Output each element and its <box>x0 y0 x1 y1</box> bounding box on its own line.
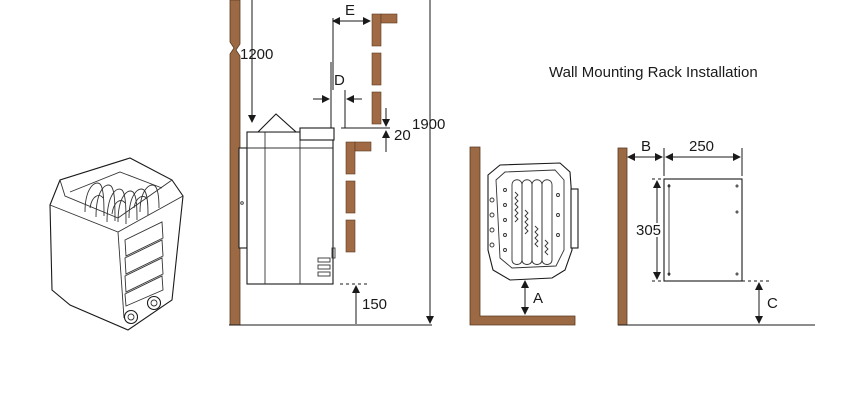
heater-isometric <box>49 157 184 331</box>
dim-250-label: 250 <box>689 138 714 155</box>
dim-D-label: D <box>334 72 345 89</box>
corner-wall-floor <box>469 146 576 326</box>
mounting-rack <box>663 178 743 282</box>
rack-title: Wall Mounting Rack Installation <box>549 64 758 81</box>
dim-1900-label: 1900 <box>412 116 445 133</box>
side-elevation: 1200 E D 20 1900 150 <box>229 0 445 326</box>
dim-20-label: 20 <box>394 127 411 144</box>
dim-A-label: A <box>533 290 543 307</box>
dim-150-label: 150 <box>362 296 387 313</box>
heater-grille <box>124 221 164 307</box>
front-view-A: A <box>469 146 579 326</box>
heater-front <box>487 162 579 281</box>
heater-side-profile <box>238 113 336 285</box>
dim-C-label: C <box>767 295 778 312</box>
control-knobs <box>123 295 162 325</box>
wall-battens <box>345 13 398 253</box>
dim-305-label: 305 <box>636 222 661 239</box>
rack-wall <box>617 147 628 326</box>
heater-elements <box>84 182 160 225</box>
dim-1200-label: 1200 <box>240 46 273 63</box>
rack-view: Wall Mounting Rack Installation B 250 30… <box>549 64 815 326</box>
dim-B-label: B <box>641 138 651 155</box>
dim-E-label: E <box>345 2 355 19</box>
